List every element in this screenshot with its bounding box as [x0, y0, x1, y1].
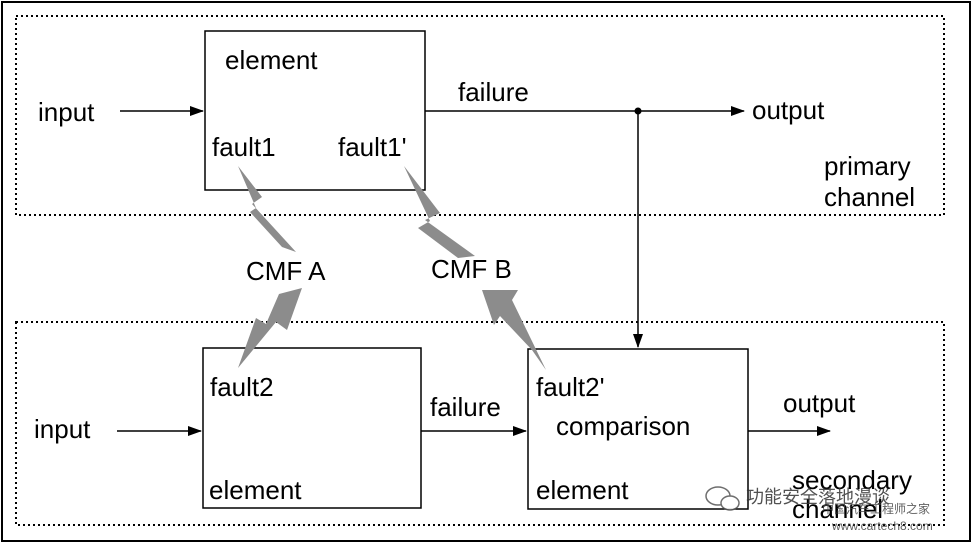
watermark-url: www.cartech8.com	[831, 519, 933, 533]
comparison-label: comparison	[556, 411, 690, 441]
cmf-a-label: CMF A	[246, 256, 326, 286]
watermark: 功能安全落地漫谈 中国汽车工程师之家 www.cartech8.com	[705, 486, 933, 533]
comparison-element-box	[527, 348, 749, 510]
primary-element-label: element	[225, 45, 318, 75]
cmf-b-bolt-upper	[404, 166, 475, 258]
primary-channel-boundary	[15, 15, 945, 216]
secondary-failure-label: failure	[430, 392, 501, 422]
primary-failure-label: failure	[458, 77, 529, 107]
watermark-text: 功能安全落地漫谈	[746, 487, 890, 508]
cmf-b-bolt-lower	[482, 290, 546, 370]
primary-fault-label: fault1	[212, 132, 276, 162]
primary-channel-label-line2: channel	[824, 182, 915, 212]
cmf-a-bolt-upper	[238, 166, 296, 252]
primary-input-label: input	[38, 97, 95, 127]
secondary-output-label: output	[783, 388, 856, 418]
secondary-element-box	[202, 347, 422, 509]
primary-channel-label-line1: primary	[824, 151, 911, 181]
primary-fault-prime-label: fault1'	[338, 132, 407, 162]
secondary-element-label: element	[209, 475, 302, 505]
comparison-element-label: element	[536, 475, 629, 505]
secondary-channel-boundary	[15, 321, 945, 526]
secondary-input-label: input	[34, 414, 91, 444]
primary-element-box	[204, 30, 426, 191]
cmf-a-bolt-lower	[238, 288, 302, 368]
wechat-icon	[705, 486, 740, 511]
watermark-text-2: 中国汽车工程师之家	[822, 501, 930, 516]
primary-output-label: output	[752, 95, 825, 125]
secondary-channel-label-line2: channel	[792, 494, 883, 524]
cmf-b-label: CMF B	[431, 254, 512, 284]
secondary-fault-label: fault2	[210, 372, 274, 402]
comparison-fault-prime-label: fault2'	[536, 372, 605, 402]
secondary-channel-label-line1: secondary	[792, 465, 912, 495]
